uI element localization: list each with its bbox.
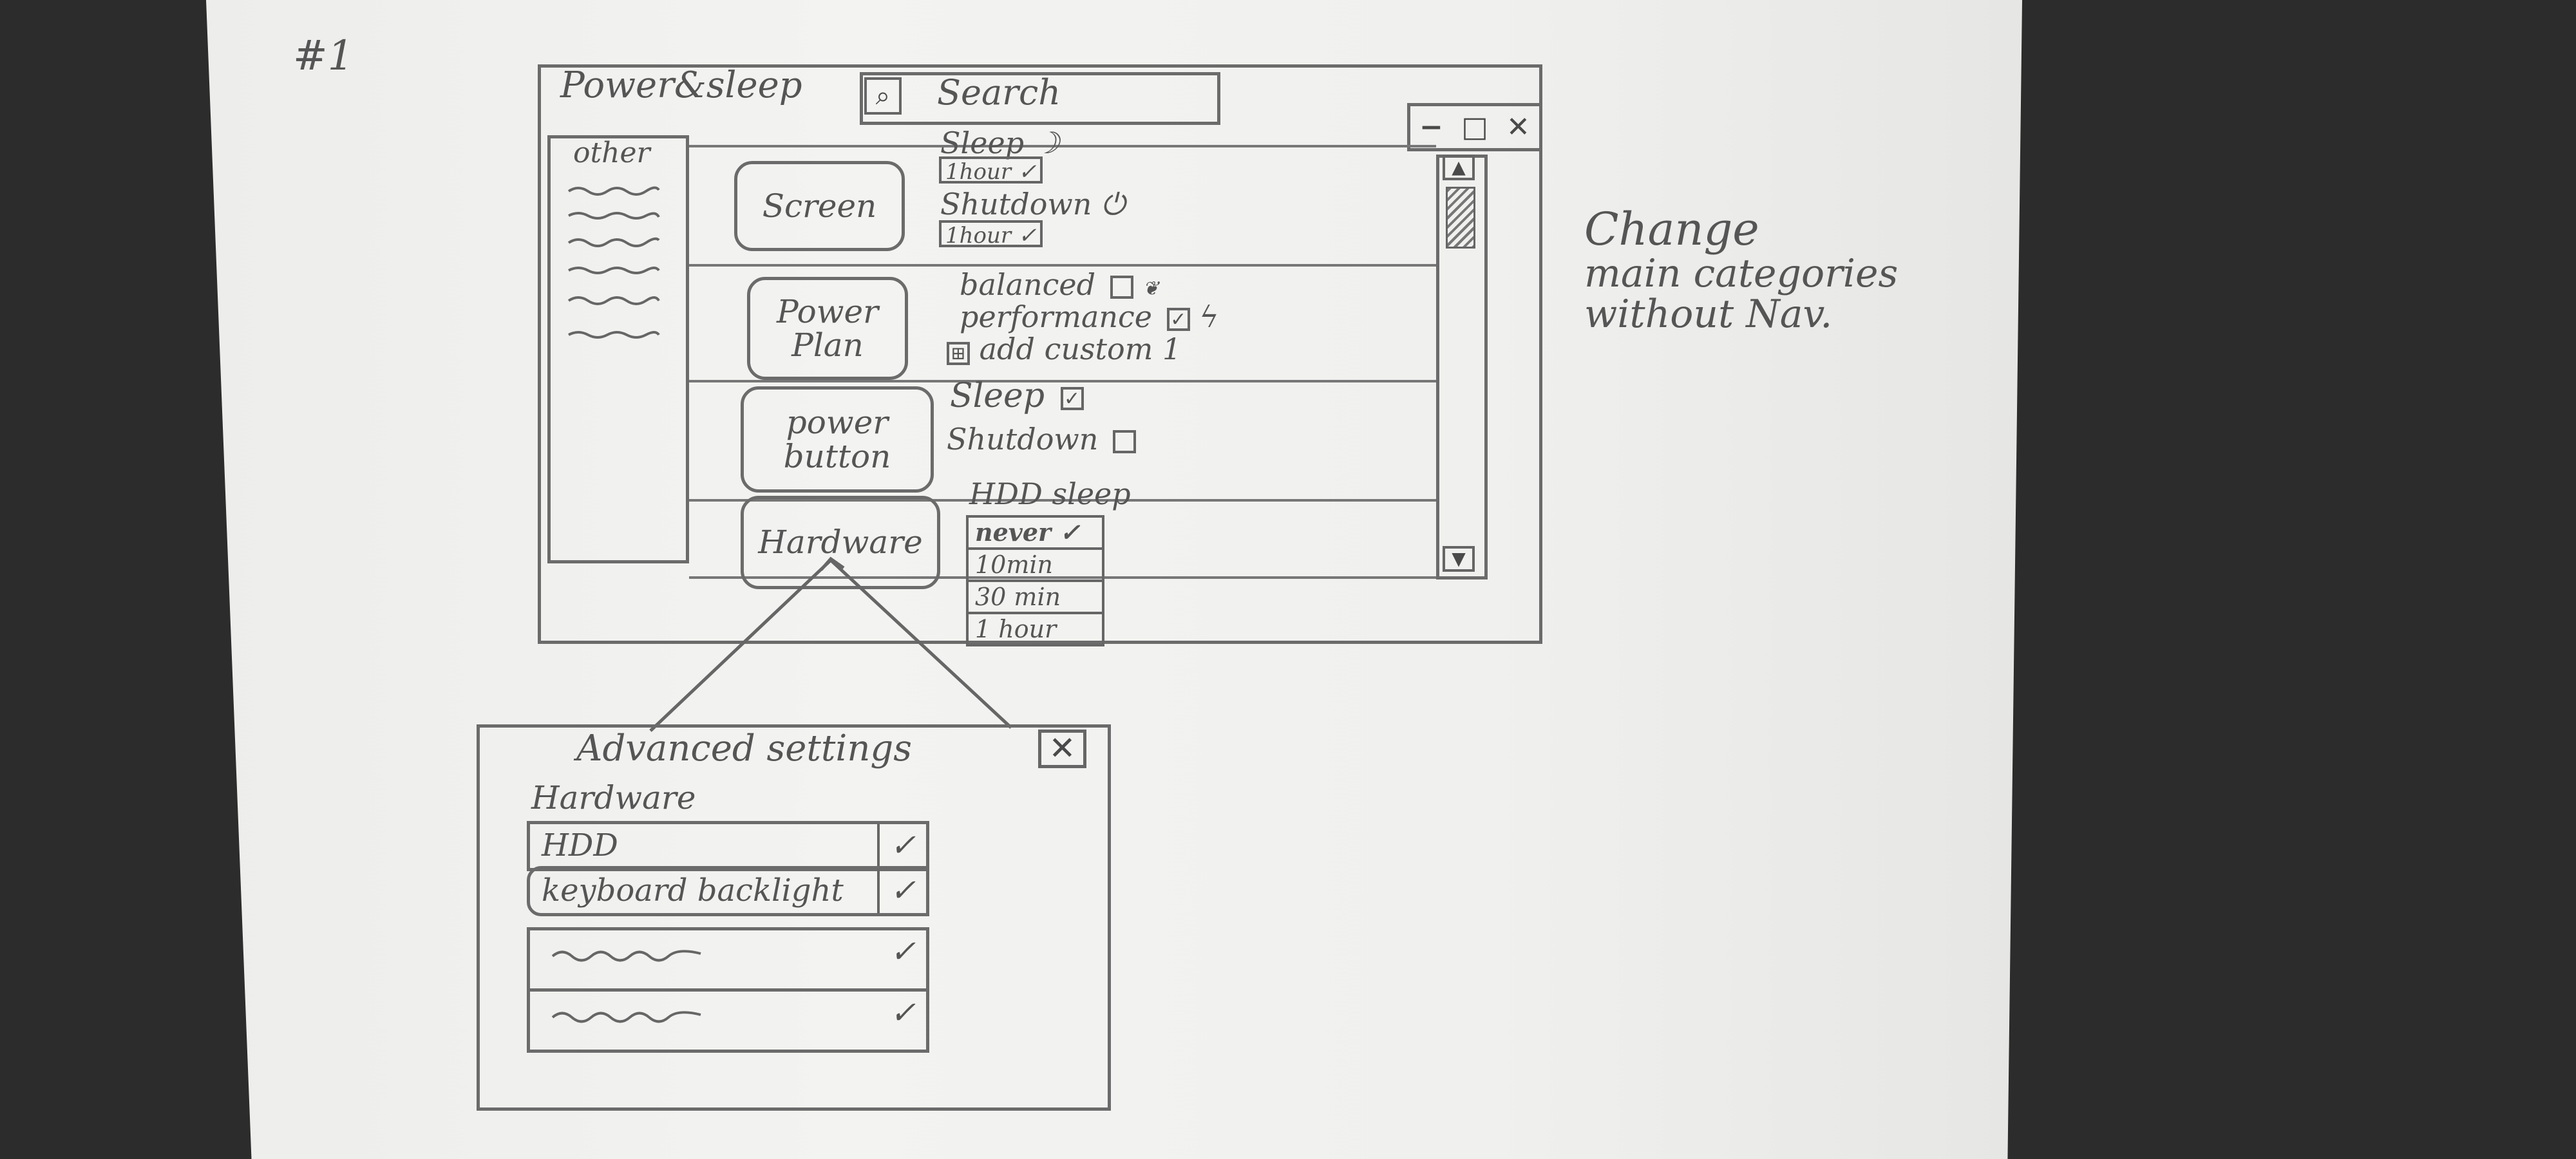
- adv-row-hdd[interactable]: HDD ✓: [527, 821, 929, 871]
- divider: [689, 264, 1436, 267]
- adv-row-keyboard-backlight[interactable]: keyboard backlight ✓: [527, 866, 929, 916]
- hdd-option-10min[interactable]: 10min: [966, 550, 1104, 582]
- leaf-icon: ❦: [1142, 278, 1159, 300]
- note-line-1: Change: [1584, 203, 1759, 256]
- screen-sleep-label: Sleep: [940, 126, 1025, 160]
- power-button-sleep-checkbox[interactable]: ✓: [1060, 386, 1084, 410]
- screen-shutdown-label: Shutdown: [940, 187, 1092, 221]
- chevron-down-icon[interactable]: ✓: [877, 869, 926, 913]
- chevron-down-icon: ✓: [1059, 518, 1081, 547]
- scroll-thumb[interactable]: [1446, 187, 1475, 249]
- power-icon: ⏻: [1101, 187, 1125, 221]
- lightning-icon: ϟ: [1199, 299, 1219, 334]
- search-input[interactable]: [860, 72, 1220, 125]
- search-label: Search: [937, 72, 1061, 113]
- advanced-settings-dialog: [477, 724, 1111, 1111]
- sidebar-item-4[interactable]: [565, 264, 662, 277]
- hdd-sleep-label: HDD sleep: [969, 476, 1131, 511]
- sidebar-label: other: [573, 137, 650, 169]
- sidebar-item-1[interactable]: [565, 184, 662, 196]
- sidebar-item-2[interactable]: [565, 209, 662, 222]
- maximize-icon[interactable]: □: [1461, 111, 1488, 144]
- adv-row-hdd-label: HDD: [542, 827, 618, 863]
- note-line-3: without Nav.: [1584, 291, 1833, 337]
- hdd-sleep-dropdown[interactable]: never ✓ 10min 30 min 1 hour: [966, 515, 1104, 646]
- placeholder-squiggle: [551, 950, 701, 962]
- plan-add-custom-label[interactable]: add custom 1: [979, 332, 1182, 366]
- adv-row-keyboard-label: keyboard backlight: [542, 872, 844, 909]
- screen-sleep-value: 1hour: [945, 159, 1012, 185]
- chevron-down-icon: ✓: [1018, 159, 1037, 185]
- note-line-2: main categories: [1584, 250, 1899, 296]
- divider: [689, 145, 1436, 147]
- moon-icon: ☽: [1033, 126, 1060, 160]
- plan-balanced-label: balanced: [960, 267, 1096, 302]
- design-note: Change main categories without Nav.: [1584, 203, 1899, 337]
- scroll-up-icon[interactable]: ▲: [1443, 155, 1475, 180]
- dialog-title: Advanced settings: [576, 728, 912, 769]
- category-screen-button[interactable]: Screen: [734, 161, 905, 251]
- dialog-close-icon[interactable]: ✕: [1038, 730, 1086, 768]
- scroll-down-icon[interactable]: ▼: [1443, 546, 1475, 572]
- window-controls: − □ ✕: [1407, 103, 1542, 151]
- sidebar-item-3[interactable]: [565, 235, 662, 248]
- plan-balanced-checkbox[interactable]: [1110, 276, 1133, 299]
- dialog-subtitle: Hardware: [531, 779, 696, 816]
- close-icon[interactable]: ✕: [1506, 111, 1530, 144]
- window-title: Power&sleep: [560, 64, 802, 106]
- plan-performance-label: performance: [960, 299, 1153, 334]
- hdd-option-1hour[interactable]: 1 hour: [966, 614, 1104, 646]
- page-number: #1: [293, 32, 354, 80]
- category-power-plan-button[interactable]: Power Plan: [747, 277, 908, 380]
- power-button-sleep-label: Sleep: [950, 377, 1045, 415]
- placeholder-squiggle: [551, 1011, 701, 1023]
- screen-sleep-select[interactable]: 1hour ✓: [939, 156, 1043, 185]
- divider: [689, 576, 1436, 579]
- chevron-down-icon[interactable]: ✓: [877, 824, 926, 868]
- add-custom-icon[interactable]: ⊞: [947, 342, 970, 365]
- screen-shutdown-value: 1hour: [945, 223, 1012, 249]
- chevron-down-icon[interactable]: ✓: [889, 995, 916, 1031]
- power-button-shutdown-label: Shutdown: [947, 422, 1099, 457]
- minimize-icon[interactable]: −: [1419, 111, 1443, 144]
- chevron-down-icon: ✓: [1018, 223, 1037, 249]
- hdd-option-30min[interactable]: 30 min: [966, 582, 1104, 614]
- divider: [689, 499, 1436, 502]
- search-icon[interactable]: ⌕: [864, 77, 902, 115]
- power-button-shutdown-checkbox[interactable]: [1113, 430, 1137, 453]
- sidebar-item-5[interactable]: [565, 293, 662, 306]
- category-power-button-button[interactable]: power button: [741, 386, 934, 493]
- adv-row-3[interactable]: ✓: [527, 927, 929, 992]
- divider: [689, 380, 1436, 382]
- plan-performance-checkbox[interactable]: ✓: [1166, 308, 1190, 331]
- sidebar: [547, 135, 689, 563]
- paper-sheet: [206, 0, 2022, 1159]
- sidebar-item-6[interactable]: [565, 328, 662, 341]
- screen-shutdown-select[interactable]: 1hour ✓: [939, 220, 1043, 249]
- chevron-down-icon[interactable]: ✓: [889, 934, 916, 970]
- power-sleep-window: [538, 64, 1542, 644]
- hdd-option-never[interactable]: never ✓: [966, 515, 1104, 550]
- adv-row-4[interactable]: ✓: [527, 988, 929, 1053]
- category-hardware-button[interactable]: Hardware: [741, 496, 940, 589]
